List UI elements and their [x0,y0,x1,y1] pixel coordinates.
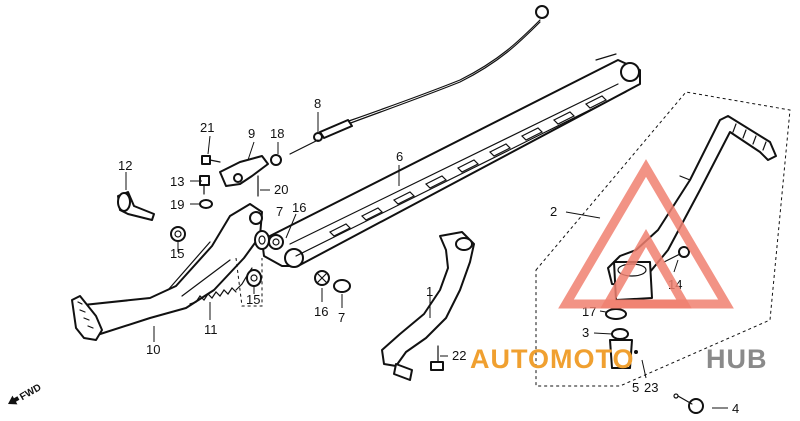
part-bushing-upper [170,226,186,242]
watermark-text-hub: HUB [706,344,768,374]
part-bushing-lower [246,269,262,287]
part-bolt-21 [201,155,221,165]
callout-9: 9 [248,126,255,141]
callout-4: 4 [732,401,739,416]
callout-7-lower: 7 [338,310,345,325]
leader-lines [125,112,728,409]
part-bolt-4 [673,393,704,414]
callout-3: 3 [582,325,589,340]
callout-22: 22 [452,348,466,363]
part-spindle [609,328,638,369]
callout-12: 12 [118,158,132,173]
part-nut-18 [270,154,282,166]
part-washer-7-upper [254,230,270,250]
watermark: AUTOMOTO HUB [470,159,768,374]
callout-7-upper: 7 [276,204,283,219]
callout-13: 13 [170,174,184,189]
fwd-label: FWD [18,382,43,403]
part-bolt-22 [430,345,444,371]
part-clip-17 [605,308,627,320]
pedal-serrated-tip [71,295,103,341]
part-bolt-14 [663,246,690,263]
part-return-spring [189,267,253,305]
part-bolt-13 [199,175,210,195]
part-nut-16-upper [268,234,284,250]
callout-16-lower: 16 [314,304,328,319]
callout-2: 2 [550,204,557,219]
callout-16-upper: 16 [292,200,306,215]
swing-arm-slots [328,95,608,237]
assembly-boundary-pedal [235,257,263,307]
callout-19: 19 [170,197,184,212]
part-nut-19 [199,199,213,209]
callout-20: 20 [274,182,288,197]
callout-5: 5 [632,380,639,395]
part-cable [289,5,549,155]
fwd-arrow-icon [8,395,20,405]
callout-1: 1 [426,284,433,299]
callout-23: 23 [644,380,658,395]
callout-15-lower: 15 [246,292,260,307]
watermark-triangle-icon [558,159,734,309]
part-kickstarter [607,115,777,301]
callout-10: 10 [146,342,160,357]
part-brake-arm [219,155,269,187]
fwd-indicator: FWD [8,382,43,405]
part-washer-7-lower [333,279,351,293]
watermark-text-automoto: AUTOMOTO [470,344,635,374]
part-nut-16-lower [314,270,330,286]
part-kick-arm [381,231,475,381]
callout-11: 11 [204,322,218,337]
callouts: 1 2 3 4 5 6 7 7 8 9 10 11 12 13 14 15 15… [118,96,739,416]
part-brake-pedal [71,203,263,341]
part-pivot-bolt [117,191,155,221]
callout-15-upper: 15 [170,246,184,261]
callout-18: 18 [270,126,284,141]
callout-8: 8 [314,96,321,111]
part-swing-arm [261,53,641,268]
callout-6: 6 [396,149,403,164]
callout-21: 21 [200,120,214,135]
